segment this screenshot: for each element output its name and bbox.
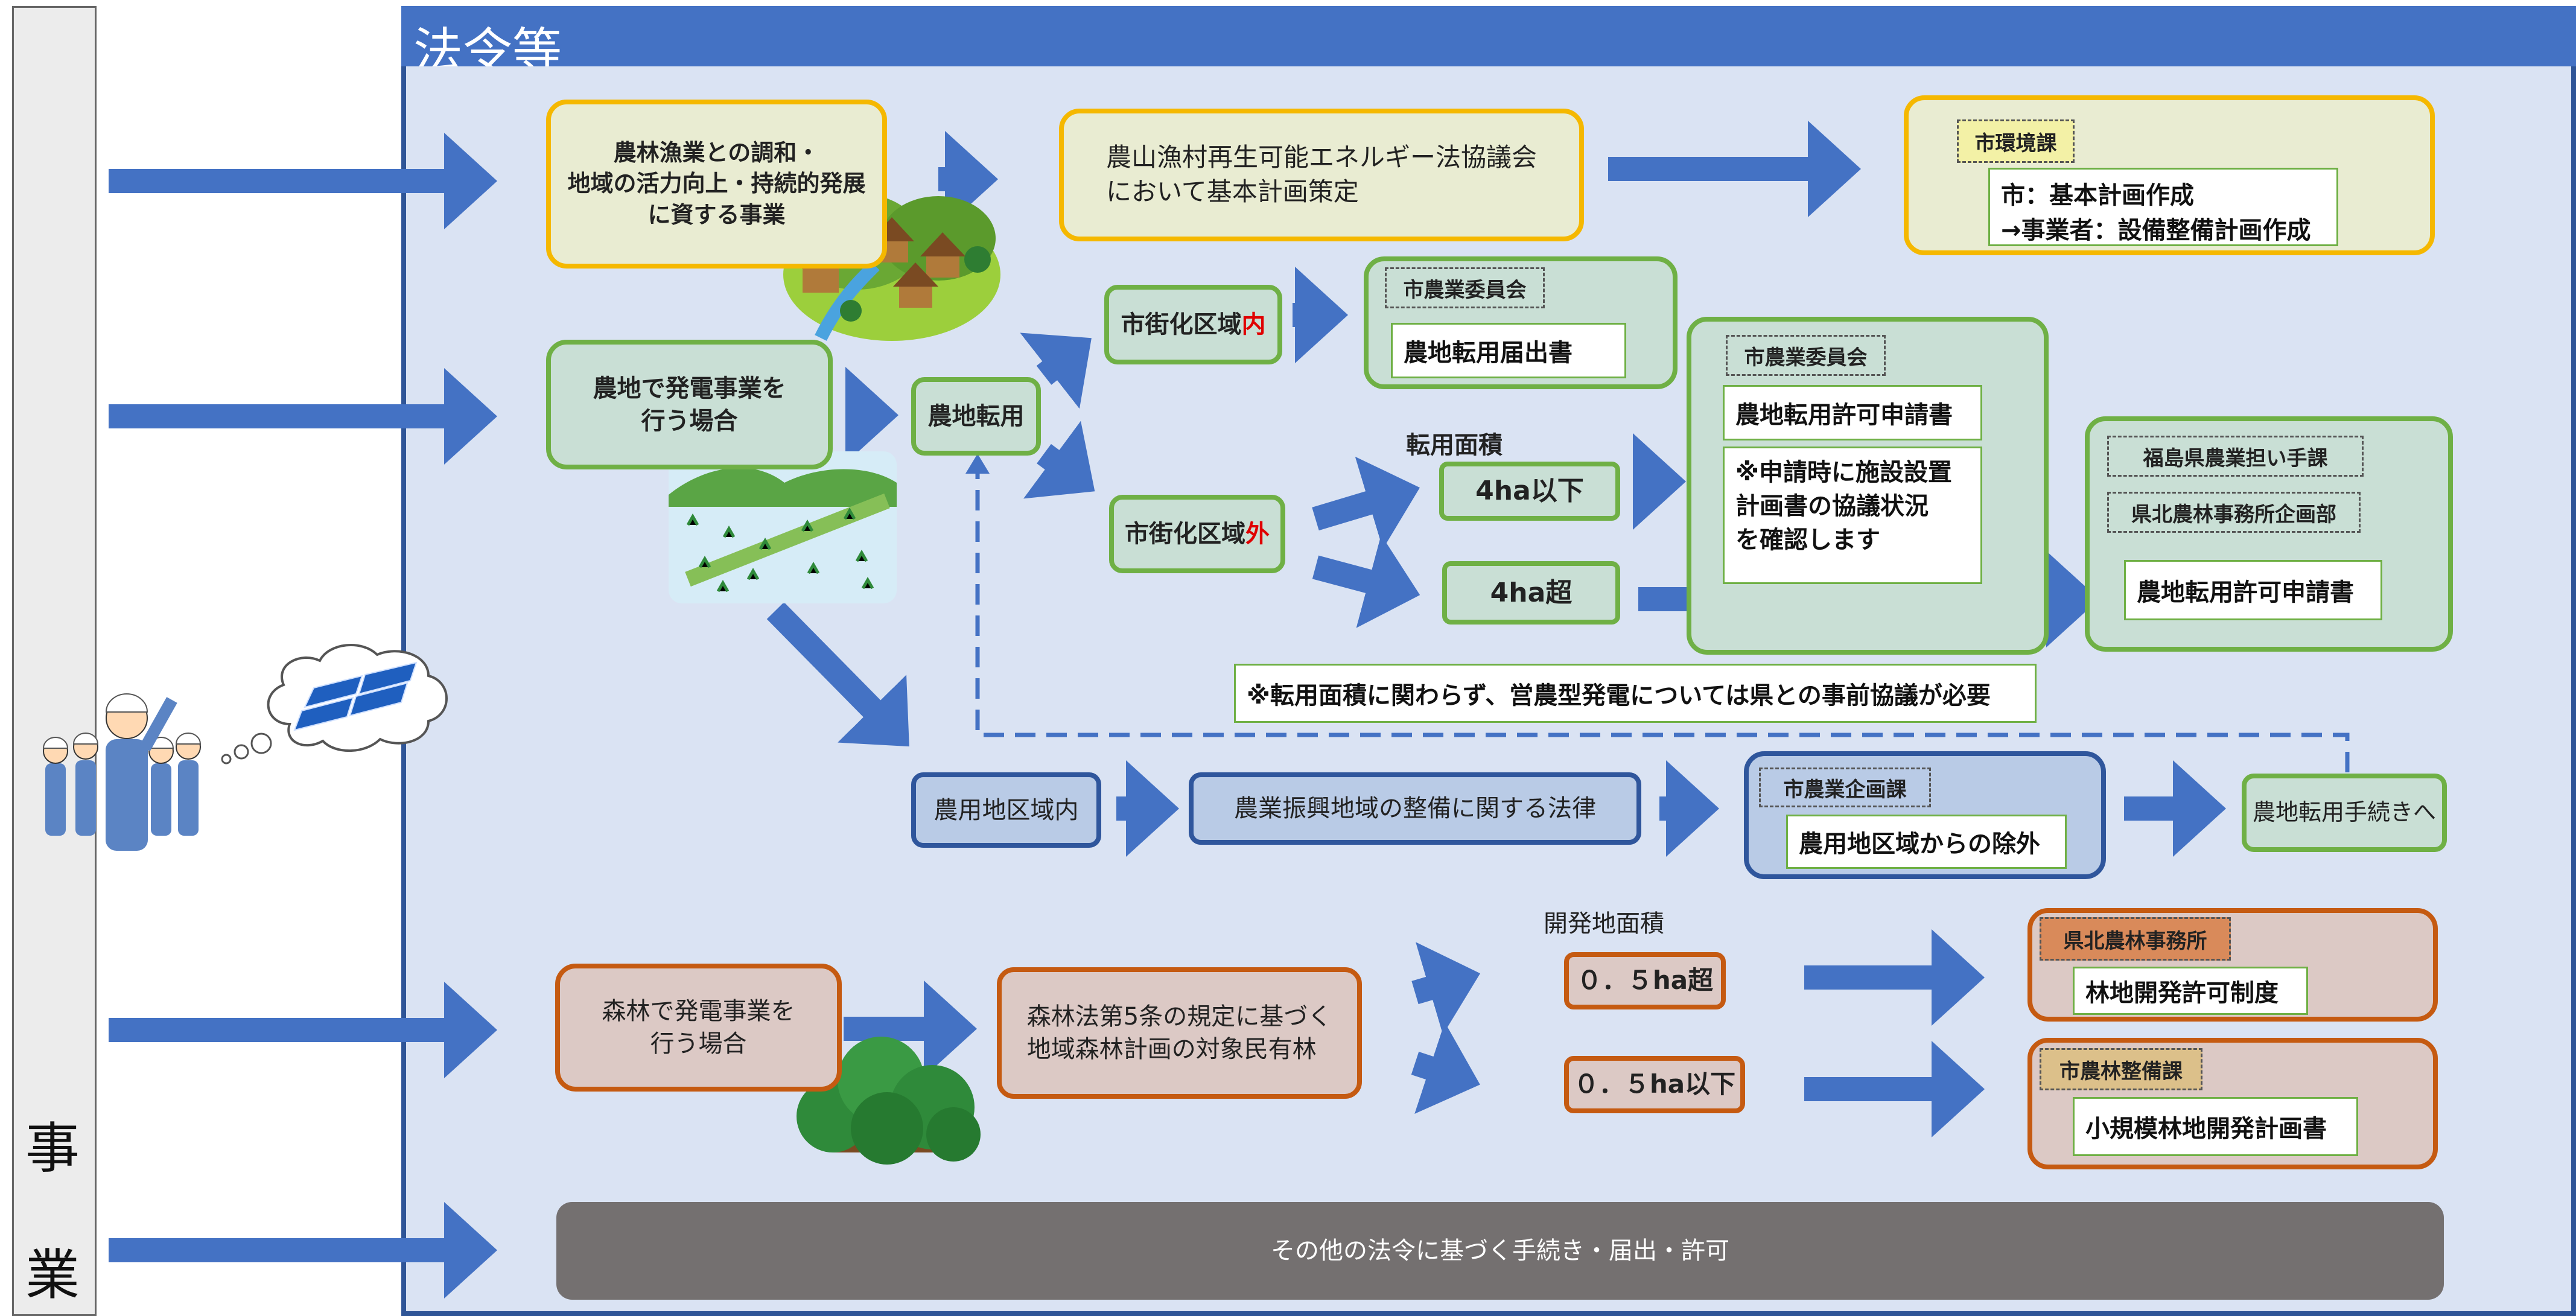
council-line2: において基本計画策定 (1106, 177, 1359, 206)
farm-case-line2: 行う場合 (641, 407, 738, 435)
header-bar (401, 6, 2576, 71)
kenpoku-doc: 林地開発許可制度 (2073, 967, 2308, 1015)
to-conversion-box: 農地転用手続きへ (2242, 774, 2447, 852)
under05-label: ０．５ha以下 (1573, 1069, 1736, 1099)
env-text: 市：基本計画作成 →事業者：設備整備計画作成 (1988, 168, 2338, 246)
conversion-label: 農地転用 (927, 402, 1025, 430)
comm2-doc: 農地転用許可申請書 (1723, 385, 1982, 440)
comm1-doc: 農地転用届出書 (1391, 323, 1626, 378)
over4-box: 4ha超 (1442, 561, 1620, 625)
farm-case-box: 農地で発電事業を行う場合 (546, 340, 833, 469)
kenpoku-tag: 県北農林事務所 (2040, 917, 2231, 961)
notice-box: ※転用面積に関わらず、営農型発電については県との事前協議が必要 (1234, 664, 2037, 723)
conversion-box: 農地転用 (911, 377, 1041, 456)
workers-illustration (42, 693, 202, 851)
harmony-line2: 地域の活力向上・持続的発展 (567, 170, 866, 197)
env-text-line1: 市：基本計画作成 (2001, 182, 2194, 209)
plan-tag: 市農業企画課 (1759, 768, 1931, 807)
forest-illustration (797, 1037, 981, 1165)
env-text-line2: →事業者：設備整備計画作成 (2001, 217, 2311, 244)
comm2-tag: 市農業委員会 (1726, 335, 1886, 376)
forest-law-line2: 地域森林計画の対象民有林 (1026, 1035, 1317, 1063)
agri-law-label: 農業振興地域の整備に関する法律 (1234, 795, 1596, 822)
forest-law-box: 森林法第5条の規定に基づく地域森林計画の対象民有林 (997, 967, 1362, 1099)
plan-doc: 農用地区域からの除外 (1786, 815, 2067, 869)
pref-tag2: 県北農林事務所企画部 (2107, 492, 2361, 533)
harmony-line3: に資する事業 (647, 201, 786, 228)
pref-doc: 農地転用許可申請書 (2124, 560, 2382, 620)
inside-city-suffix: 内 (1241, 311, 1266, 339)
under4-label: 4ha以下 (1475, 475, 1584, 507)
arrow-law-over05 (1411, 942, 1481, 1035)
council-line1: 農山漁村再生可能エネルギー法協議会 (1106, 142, 1538, 173)
outside-city-label: 市街化区域 (1125, 520, 1245, 548)
arrow-conversion-inside (1020, 332, 1092, 409)
arrow-outside-over4 (1312, 535, 1420, 628)
under05-box: ０．５ha以下 (1564, 1056, 1745, 1113)
dashed-arrowhead (965, 454, 990, 474)
over05-label: ０．５ha超 (1576, 965, 1714, 996)
rice-field-illustration (669, 451, 897, 603)
city-forest-doc: 小規模林地開発計画書 (2073, 1097, 2358, 1156)
farm-case-line1: 農地で発電事業を (593, 374, 786, 402)
comm2-note: ※申請時に施設設置 計画書の協議状況 を確認します (1723, 447, 1982, 584)
outside-city-suffix: 外 (1245, 520, 1270, 548)
city-forest-tag: 市農林整備課 (2040, 1048, 2202, 1090)
area-label: 転用面積 (1406, 431, 1503, 459)
side-char-2: 業 (25, 1244, 80, 1307)
harmony-box: 農林漁業との調和・地域の活力向上・持続的発展に資する事業 (546, 100, 887, 269)
outside-city-box: 市街化区域外 (1109, 495, 1285, 573)
forest-case-line1: 森林で発電事業を (602, 997, 795, 1025)
forest-law-line1: 森林法第5条の規定に基づく (1026, 1003, 1332, 1031)
comm2-note-line3: を確認します (1735, 526, 1880, 554)
over4-label: 4ha超 (1490, 577, 1573, 608)
side-char-1: 事 (25, 1117, 80, 1180)
arrow-conversion-outside (1023, 421, 1095, 499)
arrow-law-under05 (1411, 1022, 1480, 1114)
arrow-field-agrizone (766, 602, 909, 747)
side-column (12, 6, 97, 1316)
comm1-tag: 市農業委員会 (1385, 267, 1545, 308)
solar-panel-thought-bubble (221, 644, 448, 764)
other-laws-label: その他の法令に基づく手続き・届出・許可 (1271, 1237, 1729, 1265)
inside-city-label: 市街化区域 (1121, 311, 1242, 339)
dashed-feedback-line (975, 468, 2350, 772)
council-box: 農山漁村再生可能エネルギー法協議会において基本計画策定 (1059, 109, 1584, 241)
under4-box: 4ha以下 (1439, 462, 1620, 521)
comm2-note-line2: 計画書の協議状況 (1735, 492, 1929, 520)
harmony-line1: 農林漁業との調和・ (613, 139, 820, 167)
dev-area-label: 開発地面積 (1544, 910, 1664, 938)
to-conversion-label: 農地転用手続きへ (2252, 799, 2436, 826)
agri-law-box: 農業振興地域の整備に関する法律 (1189, 772, 1641, 845)
agri-zone-box: 農用地区域内 (911, 772, 1101, 848)
arrow-outside-under4 (1312, 456, 1420, 550)
forest-case-box: 森林で発電事業を行う場合 (555, 964, 842, 1092)
other-laws-bar: その他の法令に基づく手続き・届出・許可 (556, 1202, 2444, 1300)
comm2-note-line1: ※申請時に施設設置 (1735, 459, 1952, 486)
over05-box: ０．５ha超 (1564, 952, 1726, 1009)
agri-zone-label: 農用地区域内 (933, 796, 1079, 824)
inside-city-box: 市街化区域内 (1104, 285, 1282, 364)
forest-case-line2: 行う場合 (650, 1030, 747, 1058)
pref-tag1: 福島県農業担い手課 (2107, 436, 2364, 477)
env-tag: 市環境課 (1957, 119, 2075, 163)
